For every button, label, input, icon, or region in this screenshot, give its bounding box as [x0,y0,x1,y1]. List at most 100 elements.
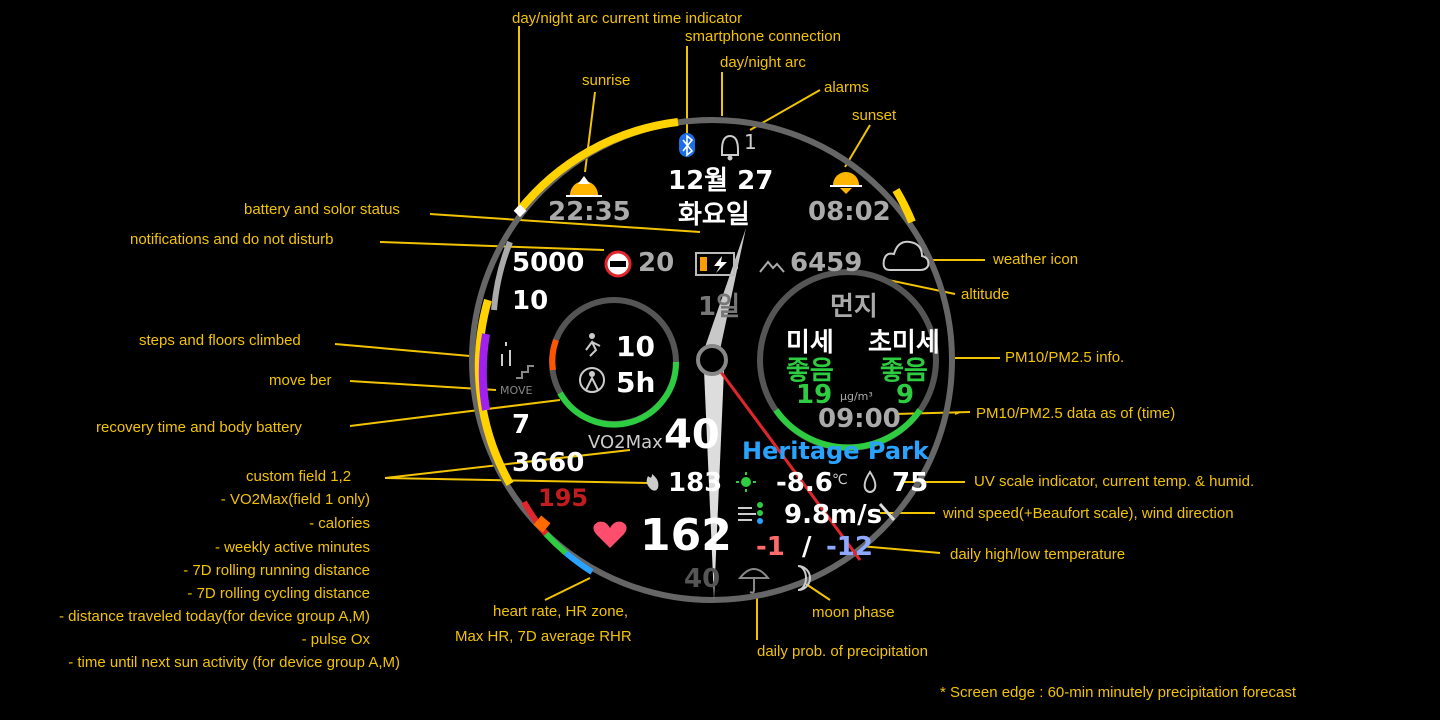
annotation-custom-field: custom field 1,2 [246,468,352,485]
recovery-arc [549,338,559,371]
annotation-heart-rate-line2: Max HR, 7D average RHR [455,628,632,645]
max-hr: 195 [538,484,589,512]
wind-icon [738,502,763,524]
cloud-weather-icon [882,240,930,271]
date: 12월 27 [668,166,774,196]
body-battery-arc [557,361,680,428]
humidity-drop-icon [863,470,877,493]
pm10-value: 19 [796,380,833,410]
heart-rate-value: 162 [640,510,732,561]
annotation-battery: battery and solor status [244,201,400,218]
pm25-label: 초미세 [868,328,940,358]
steps-floors-icon [501,342,534,379]
custom-field-option: - VO2Max(field 1 only) [220,491,370,508]
annotation-day-night-indicator: day/night arc current time indicator [512,10,743,27]
annotation-pm-info: PM10/PM2.5 info. [1005,349,1125,366]
temp-high: -1 [756,532,785,562]
custom-field-option: - distance traveled today(for device gro… [59,608,370,625]
annotation-alarms: alarms [824,79,870,96]
pm10-status: 좋음 [786,356,834,386]
humidity-value: 75 [892,468,929,498]
fire-calories-icon [646,474,659,491]
move-bar [478,333,490,411]
hand-hub [696,344,728,376]
annotation-precip: daily prob. of precipitation [757,643,928,660]
umbrella-precip-icon [737,568,771,594]
annotation-wind: wind speed(+Beaufort scale), wind direct… [943,505,1234,522]
annotation-move-bar: move ber [269,372,332,389]
annotation-altitude: altitude [961,286,1010,303]
annotation-moon: moon phase [812,604,895,621]
sunset-arc-marker [892,187,916,224]
custom-field-value: 3660 [512,448,585,478]
temp-low: -12 [826,532,873,562]
custom-field-option: - 7D rolling running distance [183,562,370,579]
battery-solar-icon [695,252,738,276]
annotation-notifications: notifications and do not disturb [130,231,334,248]
heart-icon [593,521,627,548]
hr-zone-green [543,531,568,556]
pm25-status: 좋음 [880,356,928,386]
wind-speed: 9.8 [784,500,831,530]
annotation-heart-rate-line1: heart rate, HR zone, [493,603,629,620]
custom-field-option: - weekly active minutes [214,539,370,556]
hr-zone-red [521,500,549,536]
pm25-value: 9 [896,380,915,410]
pm-title: 먼지 [830,292,878,322]
uv-sun-icon [736,472,756,492]
current-temp: -8.6 [776,468,833,498]
bluetooth-icon [679,133,695,157]
move-label: MOVE [500,384,533,397]
location-name: Heritage Park [742,437,929,465]
steps-count: 5000 [512,248,585,278]
do-not-disturb-icon [604,250,632,278]
second-hand [710,359,862,561]
annotation-sunrise: sunrise [582,72,631,89]
wind-direction-arrow-icon [878,503,896,521]
recovery-hours: 10 [616,330,655,363]
annotation-sunset: sunset [852,107,897,124]
calories-value: 183 [668,468,723,498]
rhr-value: 40 [684,564,721,594]
vo2max-label: VO2Max [588,432,663,453]
altitude-value: 6459 [790,248,863,278]
annotation-recovery: recovery time and body battery [96,419,302,436]
custom-field-option: - 7D rolling cycling distance [187,585,370,602]
hr-zone-marker [533,515,551,533]
sunrise-icon [566,176,602,197]
pm-unit: μg/m³ [840,390,873,403]
annotation-leader-lines [334,26,1000,640]
alarm-bell-icon [721,134,739,161]
annotation-smartphone: smartphone connection [685,28,841,45]
pm10-label: 미세 [786,328,834,358]
body-battery-value: 5h [616,366,656,399]
sunset-time: 08:02 [808,197,891,227]
day-night-arc [515,118,679,214]
annotation-pm-time: PM10/PM2.5 data as of (time) [976,405,1176,422]
annotation-uv: UV scale indicator, current temp. & humi… [974,473,1255,490]
annotation-daily-temp: daily high/low temperature [950,546,1126,563]
recovery-runner-icon [585,333,601,357]
minute-hand [704,360,724,600]
annotation-steps: steps and floors climbed [139,332,301,349]
annotation-screen-edge: * Screen edge : 60-min minutely precipit… [940,684,1297,701]
outer-ring [469,117,955,603]
custom-field-option: - time until next sun activity (for devi… [68,654,400,671]
hand-day: 1일 [698,292,741,322]
sunrise-time: 22:35 [548,197,631,227]
mountain-altitude-icon [759,260,785,273]
moon-phase-icon [797,565,811,591]
pm-status-arc [773,408,923,451]
floors-count: 10 [512,286,549,316]
vo2max-value: 40 [664,412,720,458]
hr-zone-blue [564,550,594,575]
annotation-day-night-arc: day/night arc [720,54,806,71]
temp-separator: / [802,532,812,562]
notification-count: 20 [638,248,675,278]
annotation-weather-icon: weather icon [993,251,1079,268]
weekday: 화요일 [678,200,750,230]
custom-field-value: 7 [512,410,531,440]
pm-time: 09:00 [818,404,901,434]
